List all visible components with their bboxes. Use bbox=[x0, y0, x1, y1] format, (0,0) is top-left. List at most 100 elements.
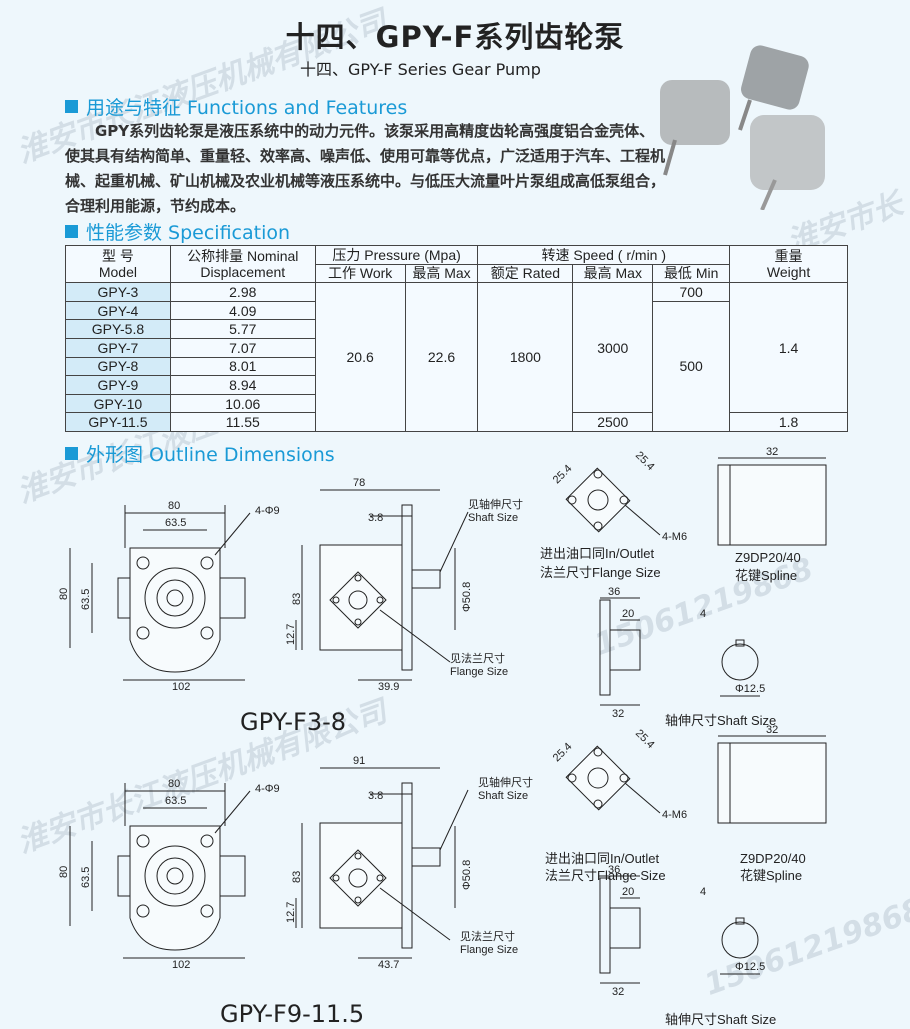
dim-label: 法兰尺寸Flange Size bbox=[545, 868, 666, 883]
cell-disp: 4.09 bbox=[169, 300, 316, 321]
cell-model: GPY-10 bbox=[65, 393, 171, 414]
paragraph-text: GPY系列齿轮泵是液压系统中的动力元件。该泵采用高精度齿轮高强度铝合金壳体、使其… bbox=[65, 122, 666, 215]
page-subtitle: 十四、GPY-F Series Gear Pump bbox=[300, 60, 541, 79]
cell-pmax: 22.6 bbox=[404, 282, 479, 432]
dim-label: 63.5 bbox=[80, 589, 92, 610]
dim-label: 43.7 bbox=[378, 959, 399, 971]
section-outline: 外形图 Outline Dimensions bbox=[65, 440, 335, 467]
dim-label: 32 bbox=[766, 446, 778, 458]
dim-label: 20 bbox=[622, 608, 634, 620]
dim-label: 83 bbox=[291, 871, 303, 883]
page-title: 十四、GPY-F系列齿轮泵 bbox=[285, 20, 625, 54]
cell-disp: 10.06 bbox=[169, 393, 316, 414]
cell-disp: 8.01 bbox=[169, 356, 316, 377]
dim-label: 80 bbox=[58, 866, 70, 878]
cell-disp: 5.77 bbox=[169, 319, 316, 339]
dim-label: 见法兰尺寸 bbox=[460, 929, 515, 943]
cell-rated: 1800 bbox=[477, 282, 574, 432]
cell-disp: 8.94 bbox=[169, 375, 316, 395]
section-features: 用途与特征 Functions and Features bbox=[65, 93, 407, 120]
dim-label: 见轴伸尺寸 bbox=[468, 497, 523, 511]
dim-label: 法兰尺寸Flange Size bbox=[540, 565, 661, 580]
section-title: 用途与特征 Functions and Features bbox=[86, 97, 408, 119]
dim-label: 32 bbox=[612, 986, 624, 998]
dim-label: Flange Size bbox=[450, 666, 508, 678]
dim-label: 83 bbox=[291, 593, 303, 605]
cell-weight: 1.8 bbox=[729, 412, 848, 432]
dim-label: 轴伸尺寸Shaft Size bbox=[665, 713, 776, 728]
cell-model: GPY-7 bbox=[65, 337, 171, 358]
dim-label: 63.5 bbox=[80, 867, 92, 888]
dim-label: 20 bbox=[622, 886, 634, 898]
dim-label: 80 bbox=[58, 588, 70, 600]
dim-label: 进出油口同In/Outlet bbox=[540, 546, 655, 561]
dim-label: 32 bbox=[612, 708, 624, 720]
dim-label: Shaft Size bbox=[478, 790, 528, 802]
header-work: 工作 Work bbox=[314, 263, 406, 284]
dim-label: 102 bbox=[172, 959, 190, 971]
model-label: GPY-F3-8 bbox=[240, 708, 346, 736]
dim-label: 25.4 bbox=[551, 741, 575, 765]
model-label: GPY-F9-11.5 bbox=[220, 1000, 364, 1028]
dim-label: 进出油口同In/Outlet bbox=[545, 851, 660, 866]
dim-label: Φ12.5 bbox=[735, 683, 765, 695]
dim-label: Flange Size bbox=[460, 944, 518, 956]
dim-label: 3.8 bbox=[368, 512, 383, 524]
dim-label: Z9DP20/40 bbox=[740, 851, 806, 866]
dim-label: 12.7 bbox=[285, 902, 297, 923]
header-rated: 额定 Rated bbox=[477, 263, 574, 284]
dim-label: 3.8 bbox=[368, 790, 383, 802]
dim-label: Φ50.8 bbox=[461, 860, 473, 890]
cell-smax: 2500 bbox=[572, 412, 654, 432]
header-pressure: 压力 Pressure (Mpa) bbox=[314, 245, 479, 265]
header-pmax: 最高 Max bbox=[404, 263, 479, 284]
cell-model: GPY-3 bbox=[65, 282, 171, 302]
dim-label: 91 bbox=[353, 755, 365, 767]
dim-label: 36 bbox=[608, 864, 620, 876]
cell-smin: 500 bbox=[652, 300, 731, 432]
section-title: 性能参数 Specification bbox=[86, 222, 291, 244]
header-smax: 最高 Max bbox=[572, 263, 654, 284]
dim-label: 花键Spline bbox=[740, 868, 802, 883]
dim-label: 花键Spline bbox=[735, 568, 797, 583]
dim-label: 25.4 bbox=[551, 463, 575, 487]
dim-label: 4 bbox=[700, 608, 706, 620]
dim-label: 4-Φ9 bbox=[255, 505, 280, 517]
dim-label: 36 bbox=[608, 586, 620, 598]
drawing-f3-8: 80 63.5 4-Φ9 80 63.5 102 78 3.8 83 12.7 … bbox=[58, 446, 827, 736]
dim-label: 4-Φ9 bbox=[255, 783, 280, 795]
dim-label: Φ12.5 bbox=[735, 961, 765, 973]
cell-model: GPY-8 bbox=[65, 356, 171, 377]
dim-label: 25.4 bbox=[633, 727, 657, 751]
drawing-f9-11-5: 80 63.5 4-Φ9 80 63.5 102 91 3.8 83 12.7 … bbox=[58, 724, 827, 1028]
dim-label: 见轴伸尺寸 bbox=[478, 775, 533, 789]
section-title: 外形图 Outline Dimensions bbox=[86, 444, 335, 466]
dim-label: 4-M6 bbox=[662, 809, 687, 821]
cell-model: GPY-11.5 bbox=[65, 412, 171, 432]
cell-weight: 1.4 bbox=[729, 282, 848, 414]
header-speed: 转速 Speed ( r/min ) bbox=[477, 245, 731, 265]
cell-disp: 7.07 bbox=[169, 337, 316, 358]
dim-label: 102 bbox=[172, 681, 190, 693]
cell-smin: 700 bbox=[652, 282, 731, 302]
dim-label: 32 bbox=[766, 724, 778, 736]
pump-photo bbox=[650, 40, 850, 210]
dim-label: 25.4 bbox=[633, 449, 657, 473]
dim-label: 12.7 bbox=[285, 624, 297, 645]
dim-label: 78 bbox=[353, 477, 365, 489]
header-smin: 最低 Min bbox=[652, 263, 731, 284]
dim-label: 63.5 bbox=[165, 517, 186, 529]
dim-label: 4-M6 bbox=[662, 531, 687, 543]
cell-smax: 3000 bbox=[572, 282, 654, 414]
dim-label: Shaft Size bbox=[468, 512, 518, 524]
